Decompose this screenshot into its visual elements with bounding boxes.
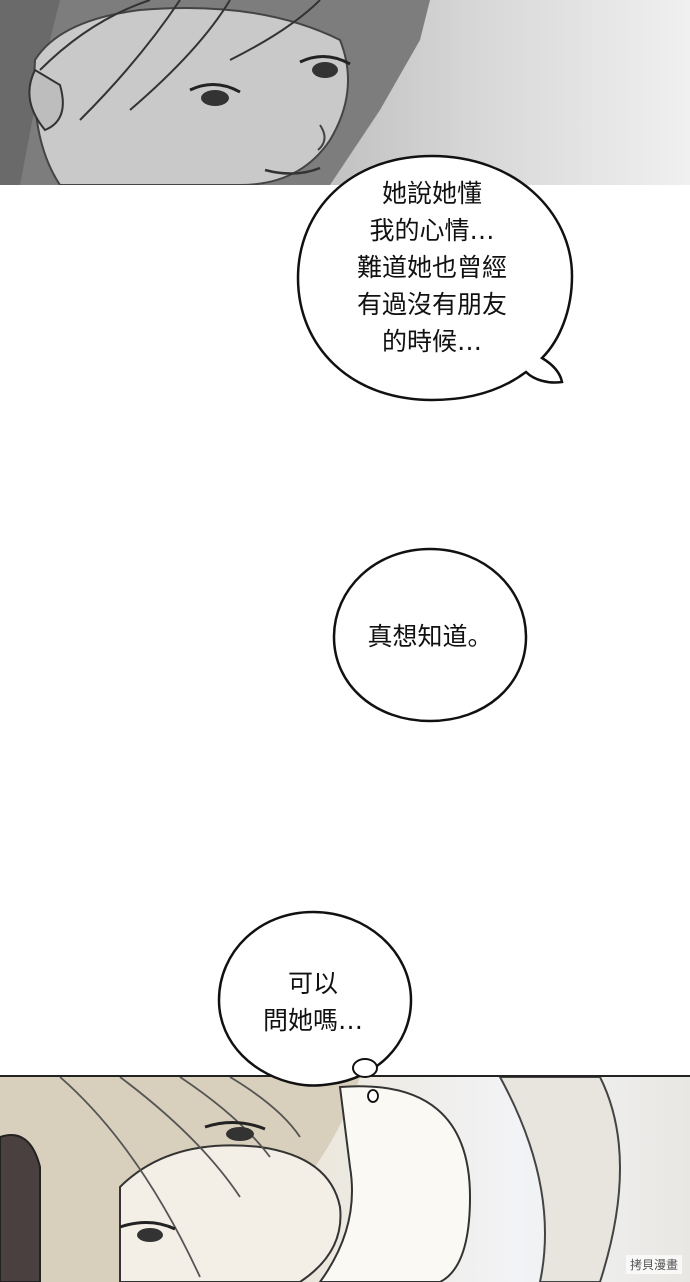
bubble-3-line-2: 問她嗎… <box>263 1006 363 1035</box>
bottom-panel-illustration <box>0 1075 690 1282</box>
resting-girl-drawing <box>0 1077 621 1282</box>
bubble-3-line-1: 可以 <box>288 969 338 998</box>
bubble-2-line-1: 真想知道。 <box>367 622 492 651</box>
bubble-1-line-2: 我的心情… <box>369 216 494 245</box>
speech-bubble-1: 她說她懂 我的心情… 難道她也曾經 有過沒有朋友 的時候… <box>296 154 574 402</box>
bubble-1-line-1: 她說她懂 <box>382 179 482 208</box>
bubble-1-line-3: 難道她也曾經 <box>357 253 507 282</box>
speech-bubble-2: 真想知道。 <box>332 547 528 723</box>
top-panel-illustration <box>0 0 690 185</box>
girl-face-drawing <box>0 0 430 185</box>
watermark-label: 拷貝漫畫 <box>625 1255 682 1274</box>
bubble-1-line-5: 的時候… <box>382 327 482 356</box>
bubble-1-line-4: 有過沒有朋友 <box>357 290 507 319</box>
thought-bubble-3: 可以 問她嗎… <box>217 910 413 1103</box>
